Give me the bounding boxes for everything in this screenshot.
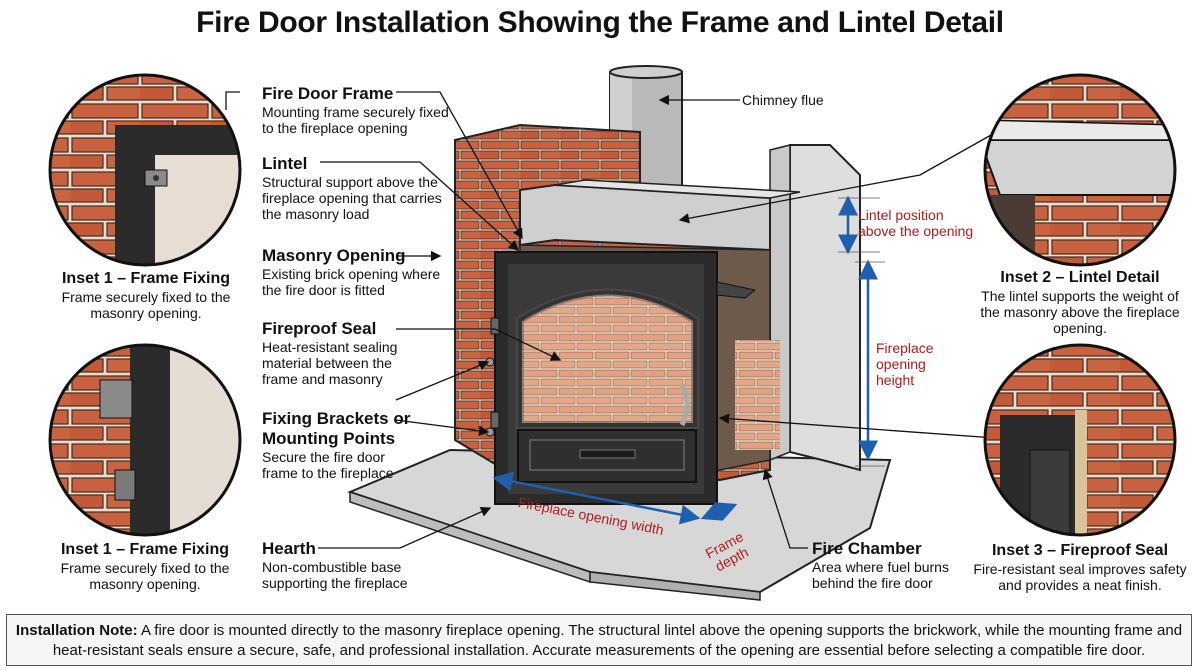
label-title: Masonry Opening xyxy=(262,246,406,265)
label-desc: Heat-resistant sealing material between … xyxy=(262,339,398,387)
label-desc: Non-combustible base supporting the fire… xyxy=(262,559,408,591)
inset-title: Inset 2 – Lintel Detail xyxy=(1000,269,1160,286)
label-desc: Area where fuel burns behind the fire do… xyxy=(812,559,949,591)
label-fire-chamber: Fire Chamber Area where fuel burns behin… xyxy=(812,539,962,591)
inset-2-circle xyxy=(983,73,1177,267)
label-desc: Existing brick opening where the fire do… xyxy=(262,266,441,298)
label-title: Lintel xyxy=(262,154,308,173)
inset-desc: Frame securely fixed to the masonry open… xyxy=(60,560,230,592)
note-label: Installation Note: xyxy=(15,622,138,639)
label-title: Fixing Brackets or Mounting Points xyxy=(262,409,411,448)
inset-2-caption: Inset 2 – Lintel Detail The lintel suppo… xyxy=(960,268,1200,336)
label-fixing-brackets: Fixing Brackets or Mounting Points Secur… xyxy=(262,409,412,481)
label-desc: Secure the fire door frame to the firepl… xyxy=(262,449,394,481)
label-title: Hearth xyxy=(262,539,316,558)
dim-lintel-position: Lintel position above the opening xyxy=(858,207,974,239)
inset-desc: Fire-resistant seal improves safety and … xyxy=(973,561,1187,593)
note-text: A fire door is mounted directly to the m… xyxy=(52,622,1183,659)
inset-3-caption: Inset 3 – Fireproof Seal Fire-resistant … xyxy=(960,541,1200,593)
side-panel xyxy=(789,144,861,472)
inset-title: Inset 1 – Frame Fixing xyxy=(60,541,230,558)
inset-1-top-circle xyxy=(48,73,242,267)
inset-desc: Frame securely fixed to the masonry open… xyxy=(61,289,231,321)
label-desc: Mounting frame securely fixed to the fir… xyxy=(262,104,449,136)
door-glass xyxy=(518,290,697,427)
label-masonry-opening: Masonry Opening Existing brick opening w… xyxy=(262,246,452,298)
installation-note: Installation Note: A fire door is mounte… xyxy=(6,614,1192,666)
inset-1-bottom-caption: Inset 1 – Frame Fixing Frame securely fi… xyxy=(20,540,270,592)
label-title: Fire Chamber xyxy=(812,539,922,558)
dimension-lines xyxy=(492,195,885,525)
inset-1-bottom-circle xyxy=(48,343,242,537)
dim-opening-height: Fireplace opening height xyxy=(876,340,934,388)
label-hearth: Hearth Non-combustible base supporting t… xyxy=(262,539,432,591)
inset-3-circle xyxy=(983,343,1177,537)
label-fireproof-seal: Fireproof Seal Heat-resistant sealing ma… xyxy=(262,319,412,387)
inset-title: Inset 1 – Frame Fixing xyxy=(61,270,231,287)
label-desc: Structural support above the fireplace o… xyxy=(262,174,442,222)
label-title: Fireproof Seal xyxy=(262,319,377,338)
inset-1-top-caption: Inset 1 – Frame Fixing Frame securely fi… xyxy=(30,269,262,321)
inset-desc: The lintel supports the weight of the ma… xyxy=(980,288,1180,336)
label-fire-door-frame: Fire Door Frame Mounting frame securely … xyxy=(262,84,462,136)
page-title: Fire Door Installation Showing the Frame… xyxy=(196,6,1004,39)
leader-lines xyxy=(225,91,1001,549)
inset-title: Inset 3 – Fireproof Seal xyxy=(991,542,1169,559)
label-chimney-flue: Chimney flue xyxy=(742,92,824,108)
label-title: Fire Door Frame xyxy=(262,84,394,103)
label-lintel: Lintel Structural support above the fire… xyxy=(262,154,462,222)
